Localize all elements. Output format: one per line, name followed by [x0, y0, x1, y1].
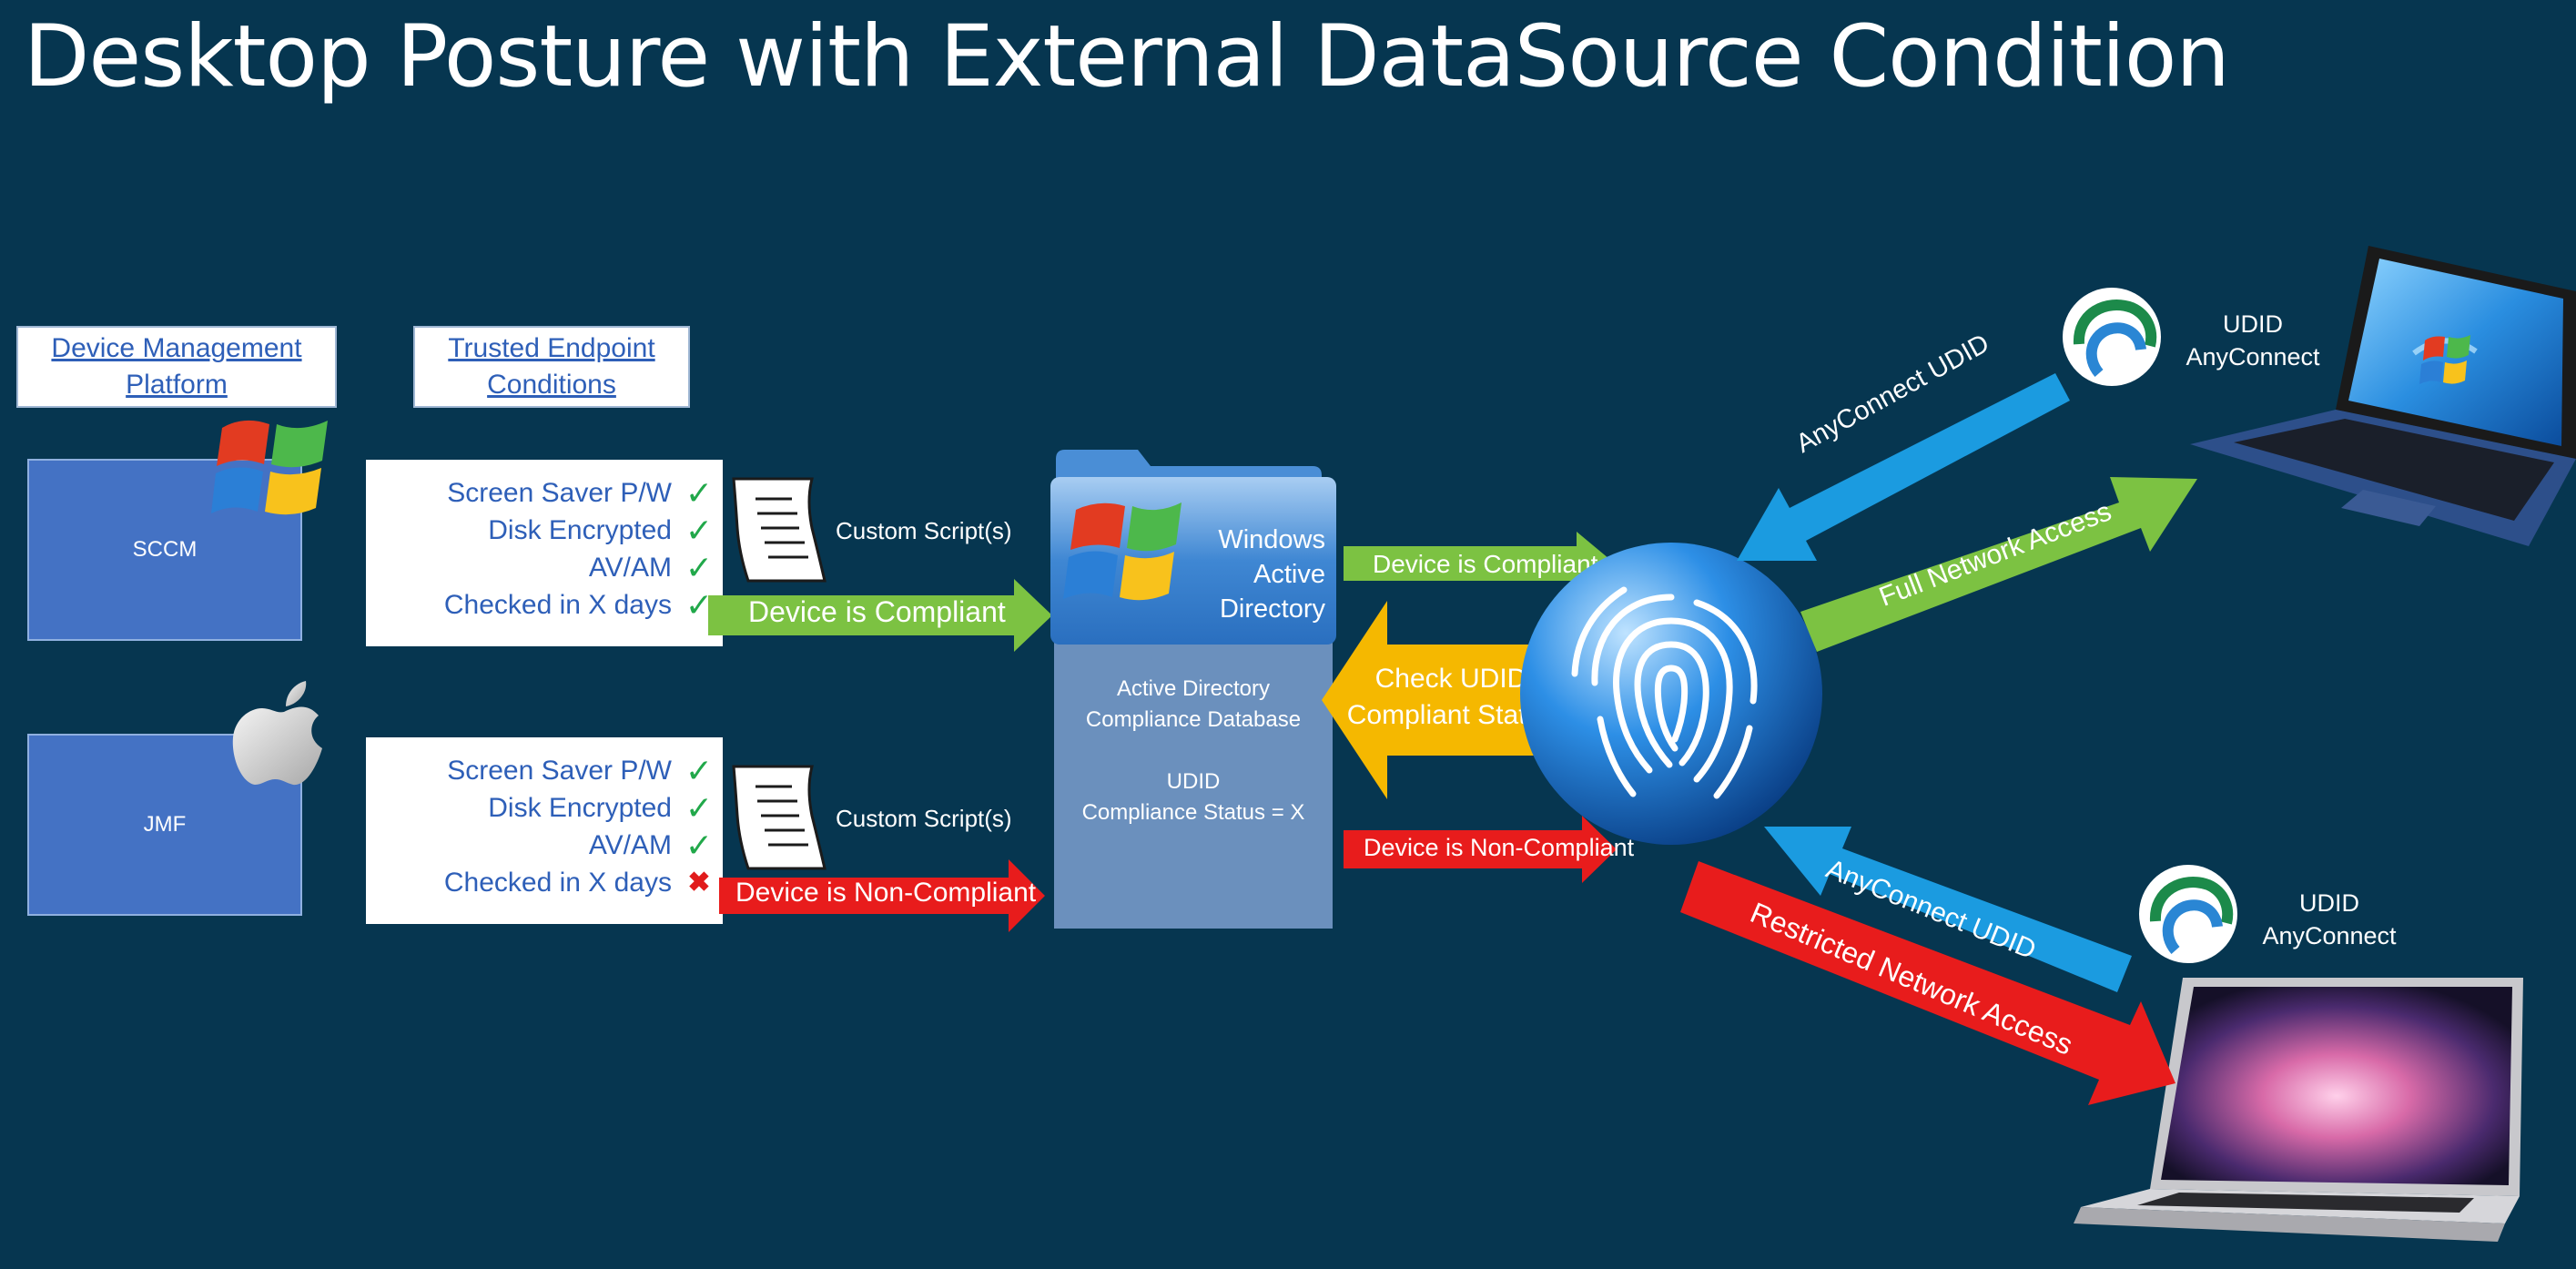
- condition-row: AV/AM ✓: [366, 549, 723, 586]
- condition-row: Screen Saver P/W ✓: [366, 474, 723, 512]
- check-udid-label: Check UDID Compliant Status: [1344, 661, 1558, 734]
- noncompliant-arrow-right: [1344, 816, 1617, 883]
- ad-folder-label: Windows Active Directory: [1189, 523, 1325, 626]
- compliant-arrow-right: [1344, 532, 1615, 595]
- compliant-arrow-left-label: Device is Compliant: [748, 595, 1006, 628]
- apple-logo-icon: [232, 681, 322, 786]
- noncompliant-arrow-left: [719, 859, 1045, 932]
- noncompliant-arrow-right-label: Device is Non-Compliant: [1364, 834, 1635, 861]
- active-directory-database: [1054, 637, 1333, 929]
- header-trusted-endpoint-conditions[interactable]: Trusted Endpoint Conditions: [413, 326, 690, 408]
- anyconnect-udid-arrow-top: [1737, 373, 2070, 561]
- condition-row: Checked in X days ✖: [366, 864, 723, 901]
- ad-folder-line1: Windows: [1218, 525, 1325, 554]
- custom-script-label: Custom Script(s): [836, 517, 1012, 544]
- top-device-label: UDID AnyConnect: [2166, 308, 2339, 373]
- script-document-icon: [732, 477, 827, 583]
- condition-row: Checked in X days✓: [366, 586, 723, 624]
- anyconnect-logo-icon: [2139, 865, 2237, 963]
- jmf-box: JMF: [27, 734, 302, 916]
- custom-script-label: Custom Script(s): [836, 805, 1012, 832]
- restricted-network-access-arrow: [1680, 861, 2175, 1105]
- condition-label: Checked in X days: [443, 867, 672, 898]
- ad-udid-line2: Compliance Status = X: [1081, 800, 1305, 825]
- script-document-icon: [732, 765, 827, 870]
- header-device-management-platform[interactable]: Device Management Platform: [16, 326, 337, 408]
- ad-db-line1: Active Directory: [1116, 676, 1271, 701]
- fingerprint-policy-icon: [1520, 543, 1822, 845]
- compliant-arrow-right-label: Device is Compliant: [1373, 550, 1598, 578]
- bottom-device-label: UDID AnyConnect: [2243, 887, 2416, 952]
- ad-database-label: Active Directory Compliance Database UDI…: [1054, 674, 1333, 828]
- ad-folder-line3: Directory: [1219, 594, 1325, 624]
- condition-row: Disk Encrypted ✓: [366, 789, 723, 827]
- condition-label: Screen Saver P/W: [447, 477, 672, 508]
- check-icon: ✓: [685, 751, 714, 789]
- check-udid-line1: Check UDID: [1374, 664, 1527, 694]
- condition-label: Disk Encrypted: [488, 792, 672, 823]
- condition-label: Disk Encrypted: [488, 514, 672, 545]
- condition-row: AV/AM ✓: [366, 827, 723, 864]
- ad-folder-line2: Active: [1253, 560, 1325, 589]
- condition-row: Screen Saver P/W ✓: [366, 752, 723, 789]
- jmf-label: JMF: [143, 812, 187, 837]
- sccm-label: SCCM: [132, 537, 198, 562]
- bottom-device-udid: UDID: [2299, 889, 2359, 917]
- ad-udid-line1: UDID: [1166, 769, 1221, 794]
- bottom-device-anyconnect: AnyConnect: [2262, 922, 2397, 949]
- condition-label: AV/AM: [588, 552, 672, 583]
- windows-laptop-icon: [2190, 246, 2576, 546]
- noncompliant-arrow-left-label: Device is Non-Compliant: [735, 878, 1037, 908]
- condition-label: Checked in X days: [443, 589, 672, 620]
- page-title: Desktop Posture with External DataSource…: [24, 7, 2230, 107]
- check-icon: ✓: [685, 826, 714, 864]
- check-udid-arrow: [1322, 601, 1582, 799]
- check-icon: ✓: [685, 788, 714, 827]
- top-device-udid: UDID: [2223, 310, 2283, 338]
- check-icon: ✓: [685, 548, 714, 586]
- windows-logo-icon: [211, 420, 328, 515]
- ad-db-line2: Compliance Database: [1085, 707, 1302, 732]
- check-udid-line2: Compliant Status: [1346, 700, 1556, 730]
- condition-label: Screen Saver P/W: [447, 755, 672, 786]
- conditions-bottom-box: Screen Saver P/W ✓ Disk Encrypted ✓ AV/AM ✓…: [366, 737, 723, 924]
- anyconnect-logo-icon: [2063, 288, 2161, 386]
- full-network-access-arrow: [1800, 477, 2197, 652]
- condition-label: AV/AM: [588, 829, 672, 860]
- check-icon: ✓: [685, 473, 714, 512]
- anyconnect-udid-arrow-bottom: [1764, 827, 2132, 992]
- macbook-laptop-icon: [2074, 978, 2523, 1242]
- top-device-anyconnect: AnyConnect: [2186, 343, 2320, 371]
- compliant-arrow-left: [708, 579, 1052, 652]
- cross-icon: ✖: [687, 867, 711, 898]
- active-directory-folder-icon: [1050, 450, 1336, 645]
- check-icon: ✓: [685, 511, 714, 549]
- condition-row: Disk Encrypted ✓: [366, 512, 723, 549]
- conditions-top-box: Screen Saver P/W ✓ Disk Encrypted ✓ AV/AM ✓…: [366, 460, 723, 646]
